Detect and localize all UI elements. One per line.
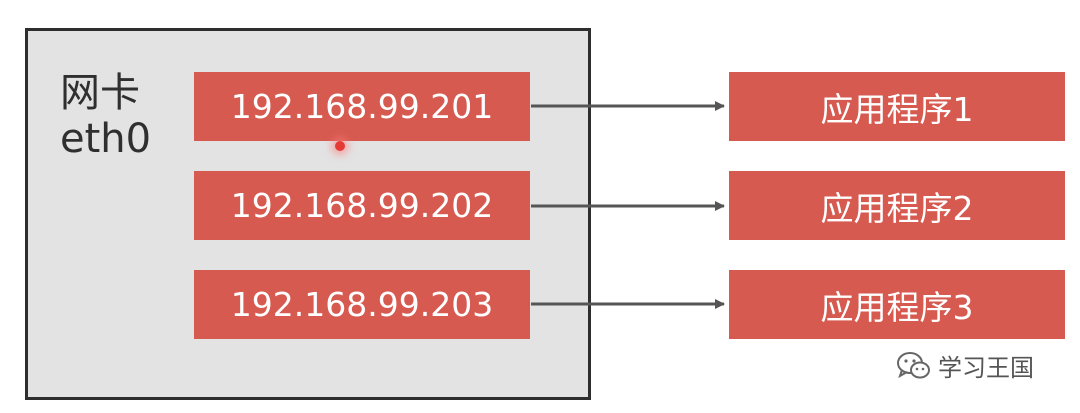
ip-address-box-3: 192.168.99.203 xyxy=(194,270,530,339)
ip-address-box-1: 192.168.99.201 xyxy=(194,72,530,141)
application-box-1: 应用程序1 xyxy=(729,72,1065,141)
application-box-2: 应用程序2 xyxy=(729,171,1065,240)
nic-label-line1: 网卡 xyxy=(60,70,140,116)
ip-address-box-2: 192.168.99.202 xyxy=(194,171,530,240)
watermark: 学习王国 xyxy=(896,348,1034,383)
cursor-pointer-dot xyxy=(335,141,345,151)
nic-label: 网卡 eth0 xyxy=(60,70,151,162)
wechat-icon xyxy=(897,351,930,378)
application-box-3: 应用程序3 xyxy=(729,270,1065,339)
nic-label-line2: eth0 xyxy=(60,116,152,162)
watermark-text: 学习王国 xyxy=(938,354,1034,382)
